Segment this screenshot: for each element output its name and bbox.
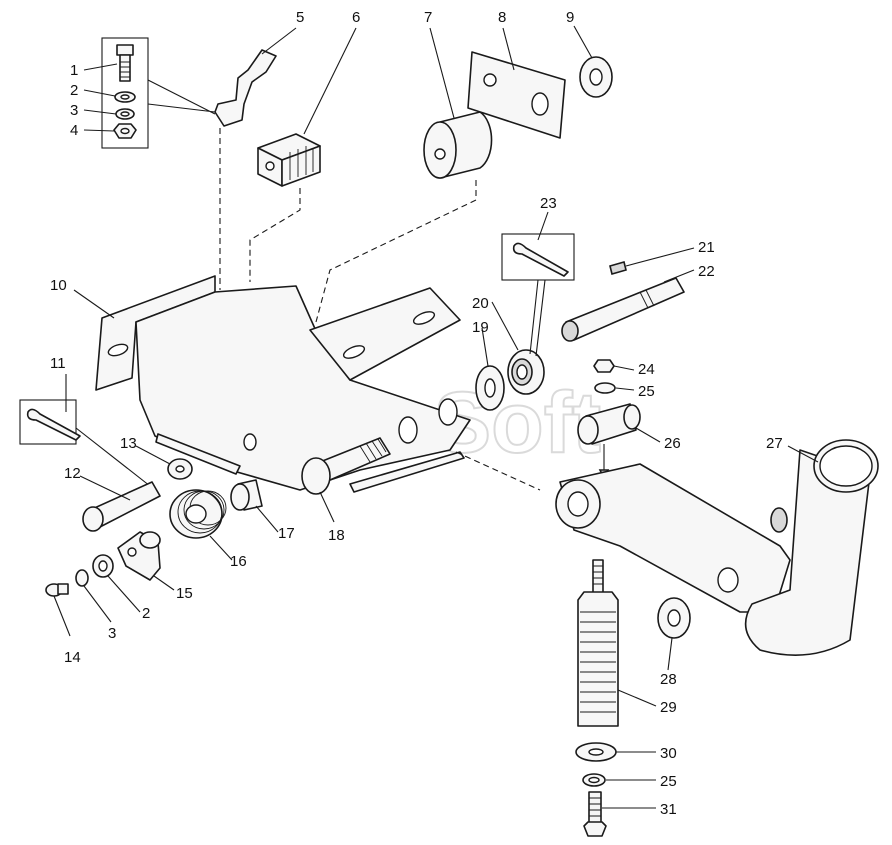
callout-19: 19: [472, 319, 489, 336]
callout-1: 1: [70, 62, 78, 79]
cotter-pin-part: [512, 242, 569, 277]
callout-30: 30: [660, 745, 677, 762]
callout-24: 24: [638, 361, 655, 378]
callout-2: 2: [70, 82, 78, 99]
bolt-part: [116, 44, 134, 82]
bolt-part: [583, 791, 607, 837]
callout-13: 13: [120, 435, 137, 452]
screw-part: [45, 583, 69, 597]
callout-31: 31: [660, 801, 677, 818]
cotter-pin-part: [26, 408, 81, 441]
callout-27: 27: [766, 435, 783, 452]
callout-5: 5: [296, 9, 304, 26]
pivot-pin-part: [82, 481, 161, 532]
callout-28: 28: [660, 671, 677, 688]
main-bracket-part: [95, 275, 471, 493]
key-part: [609, 261, 627, 275]
cotter-pin-box: [19, 399, 77, 445]
callout-12: 12: [64, 465, 81, 482]
callout-25b: 25: [660, 773, 677, 790]
callout-26: 26: [664, 435, 681, 452]
callout-10: 10: [50, 277, 67, 294]
callout-29: 29: [660, 699, 677, 716]
callout-18: 18: [328, 527, 345, 544]
callout-25: 25: [638, 383, 655, 400]
nut-part: [593, 359, 615, 373]
adjusting-rod-part: [577, 559, 619, 727]
pedal-lever-part: [555, 439, 879, 656]
callout-leaders: [53, 25, 819, 809]
lever-plate-part: [117, 531, 161, 581]
callout-22: 22: [698, 263, 715, 280]
callout-numbers: 1 2 3 4 5 6 7 8 9 10 11 12 13 2 3 14 15 …: [50, 9, 783, 818]
lock-washer-part: [75, 569, 89, 587]
sleeve-part: [230, 479, 263, 511]
spring-part: [169, 489, 227, 539]
bracket-clip-part: [214, 49, 277, 127]
callout-6: 6: [352, 9, 360, 26]
callout-2b: 2: [142, 605, 150, 622]
clevis-part: [577, 403, 641, 480]
lock-washer-part: [594, 382, 616, 394]
assembly-line: [249, 188, 301, 282]
callout-16: 16: [230, 553, 247, 570]
callout-23: 23: [540, 195, 557, 212]
callout-3: 3: [70, 102, 78, 119]
shaft-part: [561, 277, 685, 342]
callout-3b: 3: [108, 625, 116, 642]
callout-9: 9: [566, 9, 574, 26]
bushing-part: [423, 111, 493, 179]
callout-20: 20: [472, 295, 489, 312]
clamp-block-part: [257, 133, 321, 187]
castle-nut-part: [507, 349, 545, 395]
callout-14: 14: [64, 649, 81, 666]
callout-15: 15: [176, 585, 193, 602]
callout-7: 7: [424, 9, 432, 26]
assembly-line: [455, 451, 541, 491]
callout-4: 4: [70, 122, 78, 139]
shoulder-bolt-part: [301, 437, 391, 495]
assembly-line: [315, 180, 477, 323]
callout-8: 8: [498, 9, 506, 26]
mounting-plate-part: [467, 51, 566, 139]
callout-17: 17: [278, 525, 295, 542]
callout-11: 11: [50, 355, 66, 372]
callout-21: 21: [698, 239, 715, 256]
